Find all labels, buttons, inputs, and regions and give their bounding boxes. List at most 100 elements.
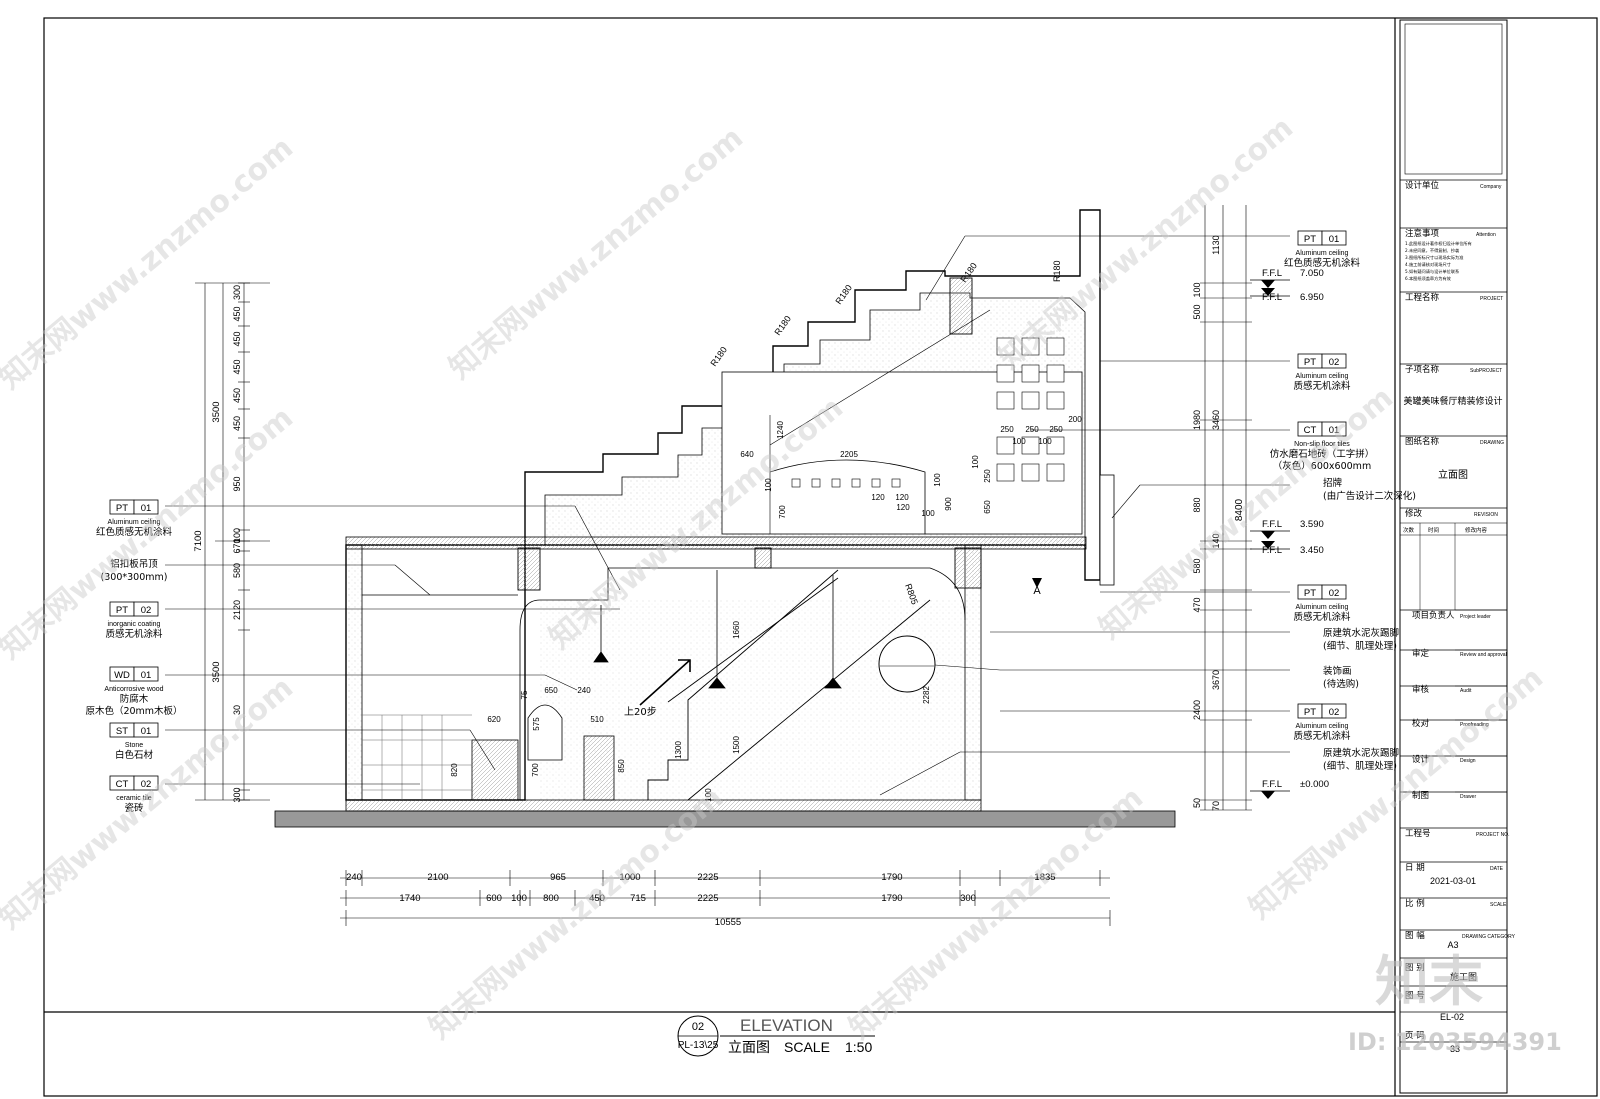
drawing-ref-number: 02 <box>692 1021 704 1033</box>
lower-floor <box>345 799 982 812</box>
tb-note: 1.此图纸设计著作权归设计单位所有 <box>1405 240 1472 247</box>
dim-label: 240 <box>577 686 591 695</box>
up-arrow-icon <box>639 659 691 706</box>
arched-niche <box>527 704 563 761</box>
dim-label: 2225 <box>697 872 718 883</box>
tb-en: Review and approval <box>1460 652 1507 658</box>
tb-note: 3.图纸所标尺寸以现场实际为准 <box>1405 254 1463 261</box>
dim-label: 1500 <box>732 736 741 754</box>
dim-label: 100 <box>511 893 527 904</box>
pendant-lamp-icon <box>593 605 609 663</box>
right-dimension-labels: 1005001980880580470240050113034601403670… <box>1192 235 1245 811</box>
tb-cn: 工程名称 <box>1405 292 1440 303</box>
tag-chinese: 质感无机涂料 <box>105 628 163 640</box>
dim-label: 2225 <box>697 893 718 904</box>
drawing-scale-label: SCALE <box>784 1039 830 1055</box>
watermark-text: 知末网www.znzmo.com <box>993 110 1300 376</box>
dim-label: 450 <box>232 331 242 346</box>
tag-chinese: 招牌 <box>1323 477 1343 489</box>
tag-english: Stone <box>125 742 143 749</box>
tag-english: ceramic tile <box>116 795 152 802</box>
window-grid <box>996 337 1065 482</box>
tb-cn: 设计单位 <box>1405 180 1440 191</box>
dim-label: 120 <box>896 503 910 512</box>
tag-chinese: 原建筑水泥灰踢脚 <box>1323 747 1399 759</box>
tb-cn: 修改 <box>1405 508 1423 519</box>
tag-num-box <box>1321 353 1347 369</box>
dim-label: 8400 <box>1234 498 1245 521</box>
dim-label: 50 <box>1192 798 1202 808</box>
tag-chinese: 铝扣板吊顶 <box>110 558 158 570</box>
tb-en: DRAWING CATEGORY <box>1462 934 1516 940</box>
tag-chinese: 装饰画 <box>1323 665 1352 677</box>
tb-note: 6.本图纸须盖章方为有效 <box>1405 275 1452 282</box>
watermark-text: 知末网www.znzmo.com <box>0 130 300 396</box>
level-value: 7.050 <box>1300 268 1324 279</box>
drawing-ref-sheet: PL-13\25 <box>678 1040 719 1051</box>
level-label: F.F.L <box>1262 268 1282 279</box>
left-dimension-labels: 3004504504504504509501006705802120303003… <box>193 285 242 803</box>
column-4 <box>949 277 973 335</box>
drawing-title-cn: 立面图 <box>728 1040 770 1056</box>
dim-label: 3460 <box>1211 410 1221 430</box>
tag-chinese: 仿水磨石地砖（工字拼） <box>1270 448 1375 460</box>
tb-cn: 页 码 <box>1405 1031 1425 1041</box>
dim-label: 965 <box>550 872 566 883</box>
dim-label: 470 <box>1192 597 1202 612</box>
tb-cn: 图 别 <box>1405 963 1425 973</box>
dim-label: 7100 <box>193 530 204 551</box>
tag-english: inorganic coating <box>108 621 161 628</box>
dim-label: 10555 <box>715 917 741 928</box>
tb-cat-value: 施工图 <box>1450 971 1477 983</box>
tag-chinese-2: (待选购) <box>1323 678 1359 690</box>
tag-num-box <box>133 775 159 791</box>
tb-date-value: 2021-03-01 <box>1430 876 1476 886</box>
tb-en: PROJECT NO. <box>1476 832 1510 838</box>
tag-num-box <box>133 722 159 738</box>
dim-label: 650 <box>544 686 558 695</box>
dim-label: 575 <box>532 717 541 731</box>
tb-cn: 工程号 <box>1405 829 1431 839</box>
tb-cn: 图纸名称 <box>1405 436 1440 447</box>
dim-label: 250 <box>1049 425 1063 434</box>
tag-english: Aluminum ceiling <box>1296 604 1349 611</box>
tb-en: SubPROJECT <box>1470 368 1502 374</box>
bar-window-row <box>791 478 901 488</box>
column-1 <box>517 547 541 591</box>
tb-page-value: 33 <box>1450 1044 1460 1054</box>
dim-label: 670 <box>232 538 242 553</box>
dim-label: 510 <box>590 715 604 724</box>
tag-english: Non-slip floor tiles <box>1294 441 1350 448</box>
tb-en: Audit <box>1460 688 1472 694</box>
level-triangle-icon <box>1261 791 1275 799</box>
dim-label: 800 <box>543 893 559 904</box>
level-label: F.F.L <box>1262 519 1282 530</box>
dim-label: 3500 <box>211 661 222 682</box>
sheet-border <box>43 17 1598 1097</box>
tag-code: ST <box>116 726 128 737</box>
dim-label: 1130 <box>1211 235 1221 254</box>
level-value: 6.950 <box>1300 292 1324 303</box>
dim-label: 100 <box>1192 282 1202 297</box>
radius-label: R180 <box>708 345 729 368</box>
bottom-dimension-lines <box>340 877 1110 919</box>
dim-label: 880 <box>1192 497 1202 512</box>
tb-en: Design <box>1460 758 1476 764</box>
dim-label: 100 <box>971 455 980 469</box>
dim-label: 850 <box>617 759 626 773</box>
tb-cn: 比 例 <box>1405 898 1425 909</box>
level-value: ±0.000 <box>1300 779 1329 790</box>
dim-label: 300 <box>232 285 242 300</box>
drawing-scale-value: 1:50 <box>845 1039 872 1055</box>
dim-label: 100 <box>1012 437 1026 446</box>
logo-box <box>1404 23 1503 175</box>
level-triangle-icon <box>1261 288 1275 296</box>
dim-label: 1790 <box>881 872 902 883</box>
stair-handrail <box>667 577 839 703</box>
tag-num-box <box>133 499 159 515</box>
tag-number: 02 <box>1329 588 1340 599</box>
stair-stringer <box>647 569 839 800</box>
